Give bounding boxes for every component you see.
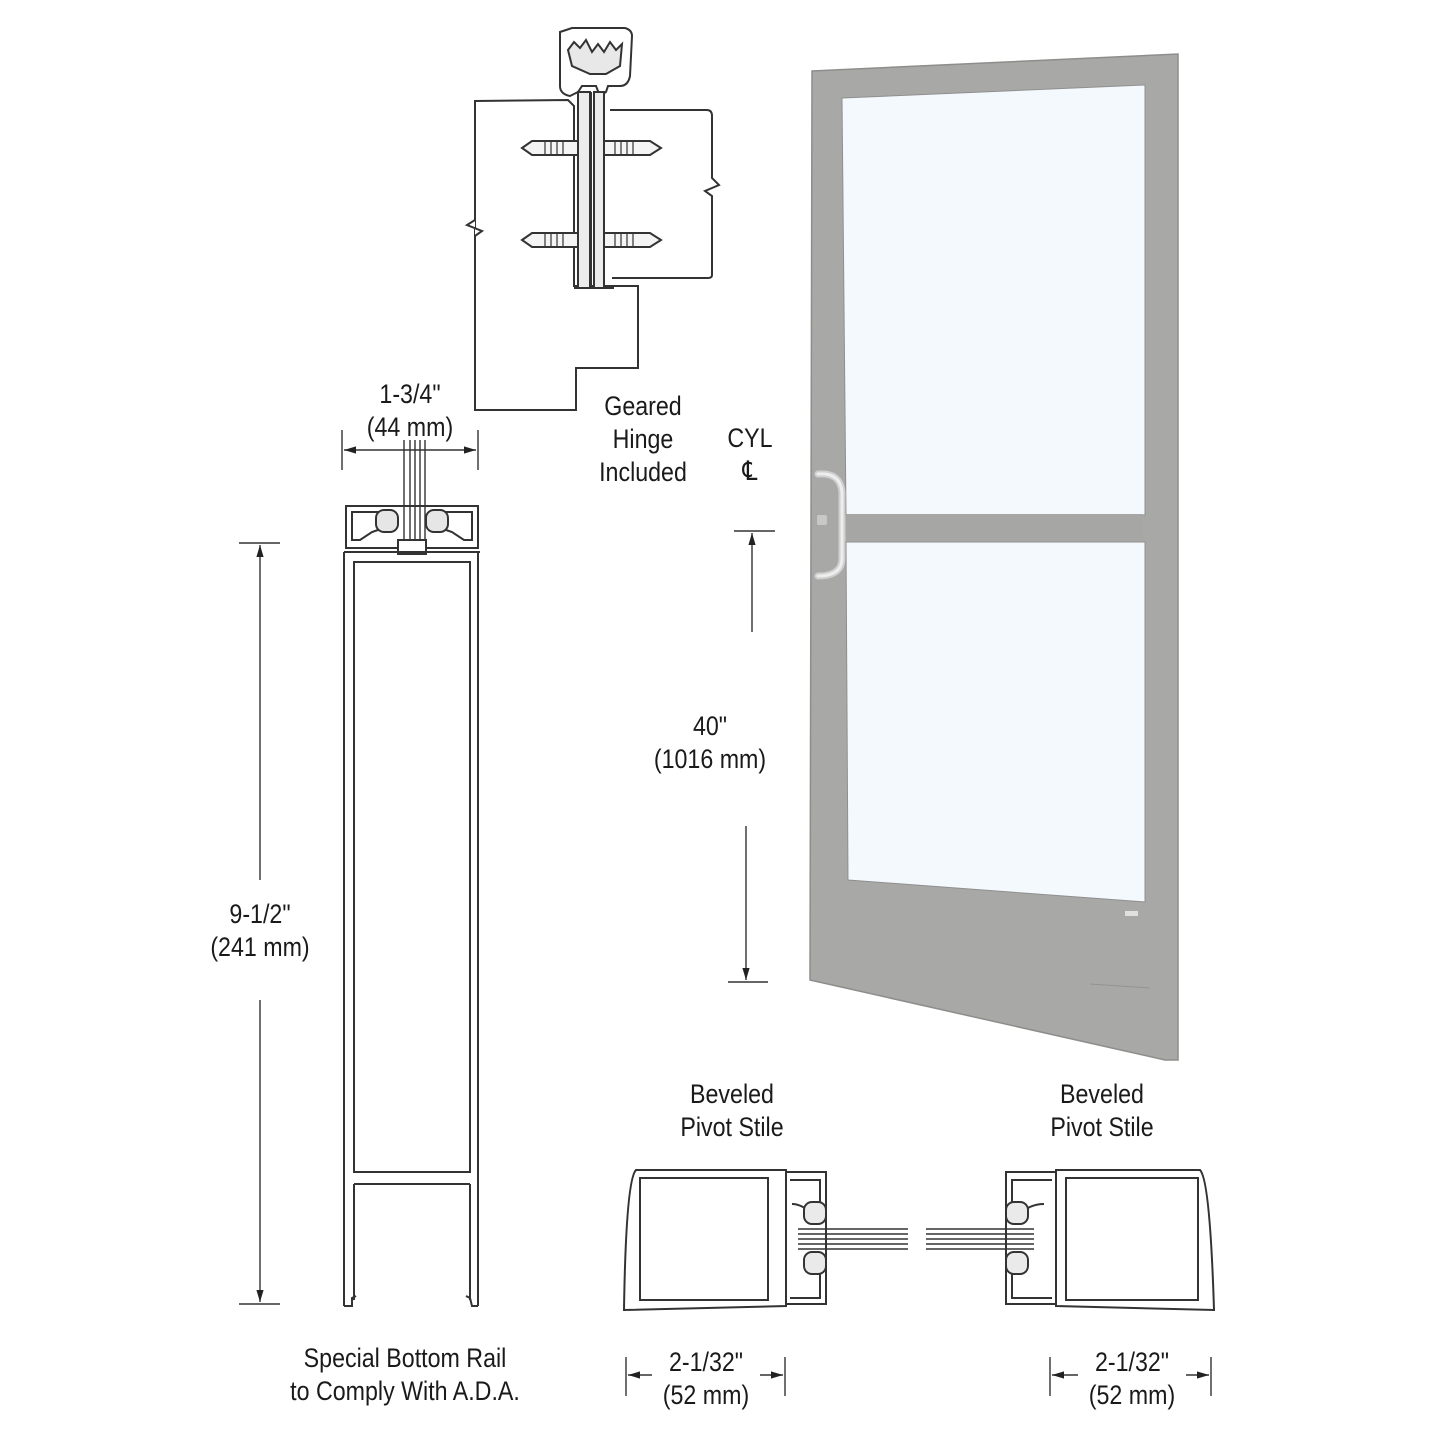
pivot-stile-left-title: Beveled Pivot Stile [663, 1078, 801, 1144]
geared-hinge-detail [464, 27, 721, 411]
top-width-in: 1-3/4" [379, 379, 441, 409]
pivot-right-width-in: 2-1/32" [1094, 1347, 1170, 1377]
cyl-text: CYL [727, 423, 773, 453]
pivot-left-title-line2: Pivot Stile [680, 1112, 784, 1142]
pivot-stile-right-dimension: 2-1/32" (52 mm) [1072, 1346, 1192, 1412]
hinge-label-line3: Included [599, 457, 687, 487]
pivot-stile-left-dimension: 2-1/32" (52 mm) [646, 1346, 766, 1412]
bottom-rail-caption-line1: Special Bottom Rail [303, 1343, 507, 1373]
pivot-left-width-in: 2-1/32" [668, 1347, 744, 1377]
pivot-right-title-line2: Pivot Stile [1050, 1112, 1154, 1142]
door-height-dimension: 40" (1016 mm) [641, 710, 779, 776]
pivot-right-title-line1: Beveled [1060, 1079, 1144, 1109]
cylinder-label: CYL ℄ [716, 422, 785, 488]
top-width-dimension: 1-3/4" (44 mm) [341, 378, 479, 444]
hinge-label: Geared Hinge Included [587, 390, 699, 489]
pivot-stile-right [926, 1169, 1216, 1396]
pivot-stile-left [622, 1169, 908, 1396]
rail-height-mm: (241 mm) [210, 932, 310, 962]
rail-height-in: 9-1/2" [229, 899, 291, 929]
pivot-stile-right-title: Beveled Pivot Stile [1033, 1078, 1171, 1144]
pivot-left-width-mm: (52 mm) [662, 1380, 750, 1410]
door-pull-handle [814, 470, 846, 580]
top-width-mm: (44 mm) [366, 412, 454, 442]
door-height-in: 40" [692, 711, 728, 741]
bottom-rail-caption-line2: to Comply With A.D.A. [290, 1376, 520, 1406]
door-height-mm: (1016 mm) [653, 744, 767, 774]
rail-height-dimension: 9-1/2" (241 mm) [191, 898, 329, 964]
centerline-icon: ℄ [742, 456, 758, 486]
pivot-left-title-line1: Beveled [690, 1079, 774, 1109]
door-elevation [728, 53, 1179, 1061]
bottom-rail-section [239, 430, 480, 1307]
hinge-label-line2: Hinge [612, 424, 674, 454]
bottom-rail-caption: Special Bottom Rail to Comply With A.D.A… [255, 1342, 556, 1408]
hinge-label-line1: Geared [604, 391, 682, 421]
pivot-right-width-mm: (52 mm) [1088, 1380, 1176, 1410]
